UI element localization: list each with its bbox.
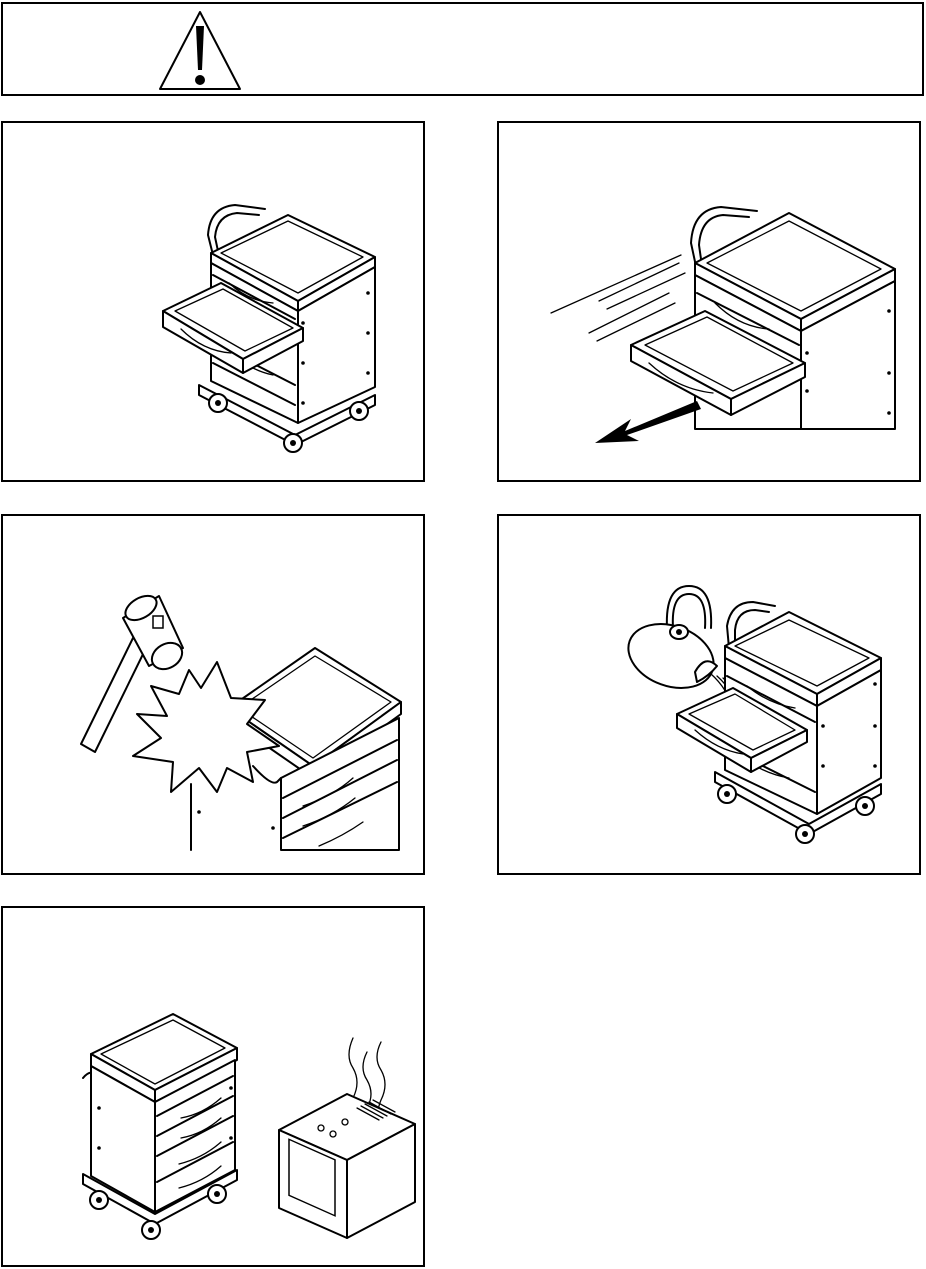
panel-spill <box>497 514 921 875</box>
warning-banner <box>1 2 924 96</box>
panel-slam-drawer <box>497 121 921 482</box>
heater-illustration <box>3 908 427 1269</box>
panel-impact <box>1 514 425 875</box>
kettle-illustration <box>499 516 923 877</box>
medical-cart-illustration <box>3 123 427 484</box>
medical-cart-illustration <box>499 123 923 484</box>
panel-open-drawer <box>1 121 425 482</box>
panel-heat-source <box>1 906 425 1267</box>
warning-triangle-icon <box>3 4 926 98</box>
hammer-illustration <box>3 516 427 877</box>
motion-arrow-icon <box>595 401 701 443</box>
